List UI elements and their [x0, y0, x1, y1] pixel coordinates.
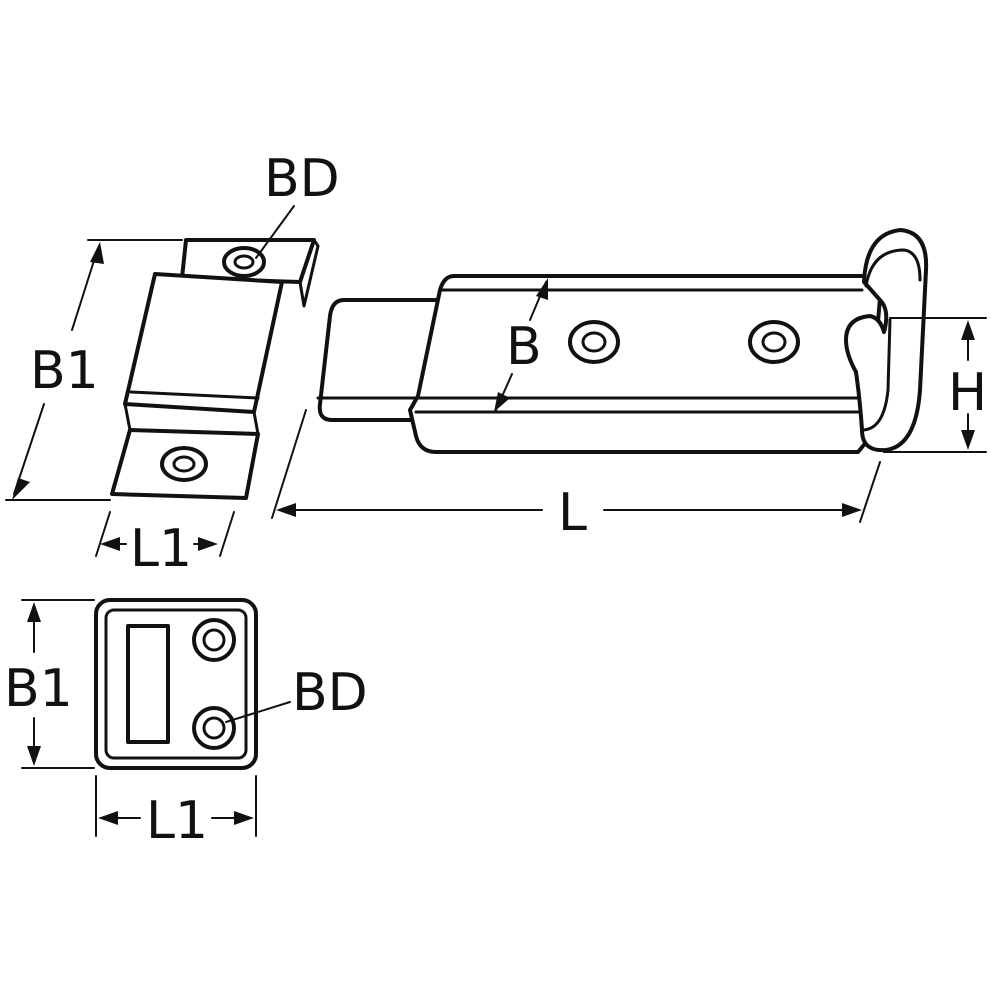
bd-top-leader [255, 205, 295, 259]
l1-bottom-arrow-left [98, 811, 118, 825]
bd-bottom-label: BD [292, 663, 368, 723]
keeper-front-hole-bottom-outer [192, 706, 236, 750]
l1-top-ext-line-right [219, 511, 235, 557]
keeper-top-hole-outer [222, 246, 266, 278]
b1-bottom-arrow-down [27, 746, 41, 766]
bd-bottom-leader [225, 701, 291, 723]
h-arrow-up [961, 320, 975, 340]
b1-top-arrow-down [12, 478, 30, 500]
keeper-front-hole-top-outer [192, 618, 236, 662]
b-label: B [506, 317, 542, 377]
keeper-slot [126, 624, 170, 744]
keeper-front-plate [123, 272, 284, 414]
keeper-bottom-hole-outer [160, 446, 208, 482]
keeper-plate-inner-edge [104, 608, 248, 760]
bolt-hole-right-outer [748, 320, 800, 364]
l1-top-label: L1 [130, 519, 192, 579]
l-label: L [558, 483, 587, 543]
l-ext-line-right [859, 461, 881, 523]
keeper-top-hole-inner [233, 254, 255, 270]
keeper-bottom-hole-inner [172, 455, 196, 473]
b1-top-arrow-up [90, 242, 104, 264]
bolt-housing [408, 274, 882, 454]
l-arrow-right [842, 503, 862, 517]
b1-bottom-arrow-up [27, 602, 41, 622]
l1-top-arrow-right [198, 537, 218, 551]
b1-bottom-label: B1 [4, 659, 73, 719]
b-arrow-up [536, 278, 548, 300]
l-arrow-left [276, 503, 296, 517]
keeper-part [110, 238, 320, 500]
bolt-hole-left-outer [568, 320, 620, 364]
l1-bottom-arrow-right [234, 811, 254, 825]
b-arrow-down [494, 392, 510, 412]
bolt-handle [844, 228, 929, 453]
bd-top-label: BD [264, 149, 340, 209]
bolt-shaft [317, 298, 446, 422]
keeper-front-hole-bottom-inner [202, 716, 226, 740]
h-arrow-down [961, 430, 975, 450]
h-label: H [948, 363, 987, 423]
l1-top-arrow-left [100, 537, 120, 551]
keeper-front-hole-top-inner [202, 628, 226, 652]
bolt-hole-left-inner [581, 331, 607, 353]
keeper-plate-outline [94, 598, 258, 770]
bolt-hole-right-inner [761, 331, 787, 353]
l1-bottom-label: L1 [146, 791, 208, 851]
l1-top-ext-line-left [95, 511, 111, 557]
bolt-part [316, 228, 929, 454]
b1-top-label: B1 [30, 341, 99, 401]
keeper-front-view [94, 598, 258, 770]
l-ext-line-left [271, 409, 307, 519]
